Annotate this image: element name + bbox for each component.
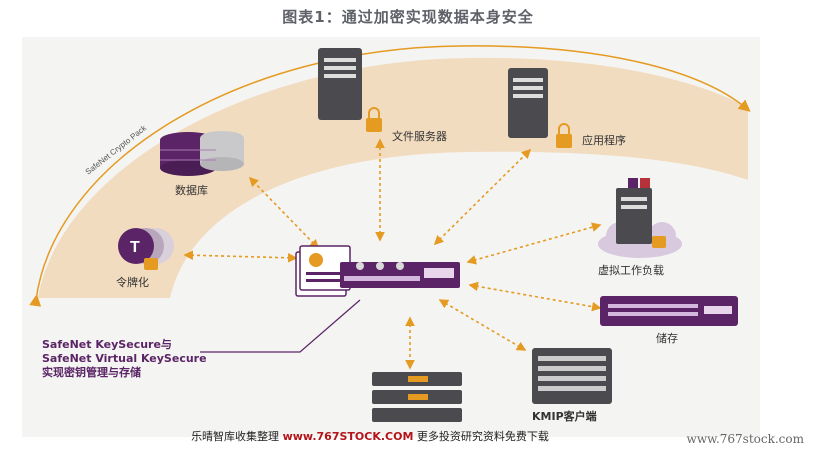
crypto-pack-arc bbox=[29, 45, 751, 307]
label-storage: 储存 bbox=[656, 332, 678, 345]
arrow-vm bbox=[466, 222, 602, 265]
caption-line-2: SafeNet Virtual KeySecure bbox=[42, 352, 207, 365]
label-kmip: KMIP客户端 bbox=[532, 410, 597, 423]
storage-icon bbox=[600, 296, 738, 326]
virtual-workload-icon bbox=[598, 178, 682, 258]
kmip-client-icon bbox=[532, 348, 612, 404]
label-vm: 虚拟工作负载 bbox=[598, 264, 664, 277]
watermark-prefix: 乐晴智库收集整理 bbox=[191, 430, 283, 443]
token-icon: T bbox=[118, 228, 174, 270]
arrow-token bbox=[183, 250, 298, 263]
caption-line-3: 实现密钥管理与存储 bbox=[42, 366, 141, 379]
site-url: www.767stock.com bbox=[686, 432, 804, 446]
caption-leader bbox=[200, 299, 361, 353]
arrow-storage bbox=[468, 281, 602, 312]
arrow-kmip bbox=[438, 299, 527, 351]
app-server-icon bbox=[508, 68, 572, 148]
keysecure-hub-icon bbox=[295, 245, 460, 297]
label-app: 应用程序 bbox=[582, 134, 626, 147]
arrow-database bbox=[248, 176, 320, 250]
watermark: 乐晴智库收集整理 www.767STOCK.COM 更多投资研究资料免费下载 bbox=[0, 428, 740, 444]
caption-line-1: SafeNet KeySecure与 bbox=[42, 338, 172, 351]
file-server-icon bbox=[318, 48, 382, 132]
svg-text:T: T bbox=[130, 239, 140, 256]
bottom-server-icon bbox=[372, 372, 462, 422]
watermark-suffix: 更多投资研究资料免费下载 bbox=[413, 430, 549, 443]
label-file-server: 文件服务器 bbox=[392, 130, 447, 143]
label-token: 令牌化 bbox=[116, 276, 149, 289]
keysecure-caption: SafeNet KeySecure与 SafeNet Virtual KeySe… bbox=[42, 338, 207, 380]
figure-title: 图表1：通过加密实现数据本身安全 bbox=[282, 8, 534, 26]
watermark-url: www.767STOCK.COM bbox=[282, 430, 414, 443]
label-database: 数据库 bbox=[175, 184, 208, 197]
arrow-app bbox=[433, 148, 532, 246]
database-icon bbox=[160, 131, 244, 176]
